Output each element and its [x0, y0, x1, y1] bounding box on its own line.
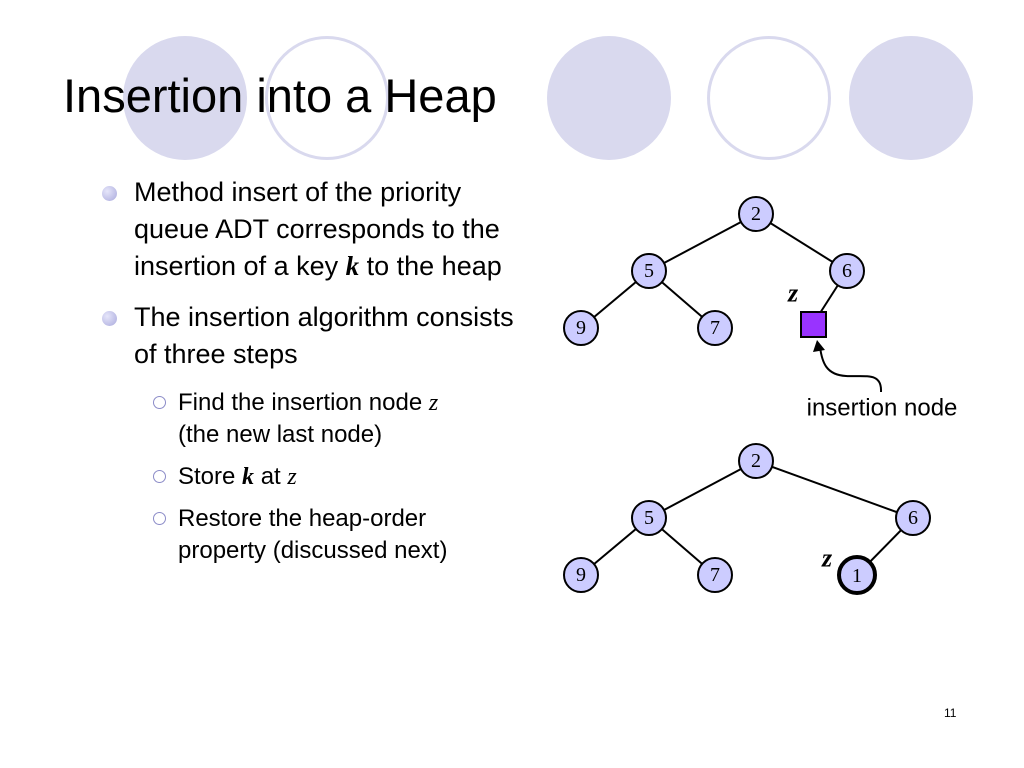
heap-node: 6 [895, 500, 931, 536]
bullet-marker [102, 311, 117, 326]
key-k: k [345, 251, 360, 281]
svg-text:6: 6 [842, 260, 852, 282]
decor-ring [707, 36, 831, 160]
decor-circle [547, 36, 671, 160]
heap-node: 2 [738, 196, 774, 232]
annotation-arrow [819, 346, 883, 393]
z-label: z [821, 544, 833, 573]
z-label: z [787, 279, 799, 308]
decor-circle [123, 36, 247, 160]
tree-edge [648, 460, 757, 519]
tree-edge [755, 460, 914, 519]
heap-node: 6 [829, 253, 865, 289]
key-k: k [242, 464, 255, 490]
svg-text:2: 2 [751, 203, 761, 225]
sub-bullet-marker [153, 470, 166, 483]
svg-text:7: 7 [710, 564, 720, 586]
slide-title: Insertion into a Heap [63, 69, 497, 122]
arrow-head [813, 340, 825, 352]
svg-text:9: 9 [576, 317, 586, 339]
svg-text:6: 6 [908, 507, 918, 529]
heap-node: 9 [563, 310, 599, 346]
bullet-marker [102, 186, 117, 201]
node-z: z [287, 464, 297, 490]
sub-bullet-marker [153, 396, 166, 409]
heap-node: 9 [563, 557, 599, 593]
sub-bullet-marker [153, 512, 166, 525]
svg-text:9: 9 [576, 564, 586, 586]
step-store-key: Store k at z [153, 461, 520, 493]
node-z: z [428, 390, 439, 416]
svg-text:7: 7 [710, 317, 720, 339]
decor-circle [849, 36, 973, 160]
heap-node: 7 [697, 557, 733, 593]
tree-edge [648, 213, 757, 272]
svg-text:5: 5 [644, 507, 654, 529]
heap-node: 7 [697, 310, 733, 346]
step-restore-order: Restore the heap-order property (discuss… [153, 503, 498, 567]
heap-node: 5 [631, 253, 667, 289]
new-heap-node: 1 [837, 555, 877, 595]
bullet-list: Method insert of the priority queue ADT … [100, 174, 520, 577]
page-number: 11 [944, 706, 957, 720]
bullet-algorithm-steps: The insertion algorithm consists of thre… [100, 299, 520, 373]
svg-text:2: 2 [751, 450, 761, 472]
svg-text:5: 5 [644, 260, 654, 282]
decor-ring [265, 36, 389, 160]
heap-node: 5 [631, 500, 667, 536]
step-find-node: Find the insertion node z (the new last … [153, 387, 520, 451]
heap-node: 2 [738, 443, 774, 479]
bullet-insert-method: Method insert of the priority queue ADT … [100, 174, 520, 285]
svg-text:1: 1 [852, 565, 862, 587]
insertion-node [800, 311, 827, 338]
insertion-node-label: insertion node [807, 395, 958, 422]
